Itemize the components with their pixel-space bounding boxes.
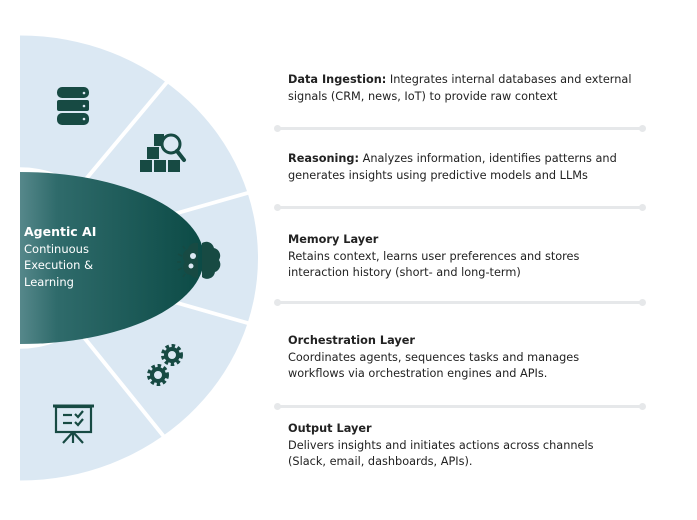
divider xyxy=(274,403,646,410)
center-title: Agentic AI xyxy=(24,224,97,239)
layer-title: Orchestration Layer xyxy=(288,334,415,347)
layer-desc: Integrates internal databases and extern… xyxy=(288,73,632,103)
layer-title: Output Layer xyxy=(288,422,372,435)
divider xyxy=(274,204,646,211)
database-icon xyxy=(57,87,89,125)
layer-reasoning: Reasoning: Analyzes information, identif… xyxy=(288,151,658,184)
layer-title: Memory Layer xyxy=(288,233,379,246)
layer-title: Data Ingestion: xyxy=(288,73,387,86)
segment-divider xyxy=(72,324,170,443)
segment-divider xyxy=(73,76,173,193)
divider xyxy=(274,125,646,132)
boxes-search-icon xyxy=(140,133,186,172)
center-line: Continuous xyxy=(24,241,89,256)
center-line: Learning xyxy=(24,274,74,289)
layer-desc: Coordinates agents, sequences tasks and … xyxy=(288,350,580,381)
divider xyxy=(274,299,646,306)
brain-gears-icon xyxy=(177,241,221,279)
layer-desc: Analyzes information, identifies pattern… xyxy=(288,152,617,182)
layer-title: Reasoning: xyxy=(288,152,360,165)
presentation-board-icon xyxy=(53,404,94,444)
center-line: Execution & xyxy=(24,258,94,272)
layer-data-ingestion: Data Ingestion: Integrates internal data… xyxy=(288,72,658,105)
gears-icon xyxy=(147,344,183,386)
center-hub xyxy=(20,172,204,344)
layer-desc: Delivers insights and initiates actions … xyxy=(288,438,594,469)
layer-desc: Retains context, learns user preferences… xyxy=(288,249,580,280)
center-label: Agentic AI Continuous Execution & Learni… xyxy=(24,224,96,290)
